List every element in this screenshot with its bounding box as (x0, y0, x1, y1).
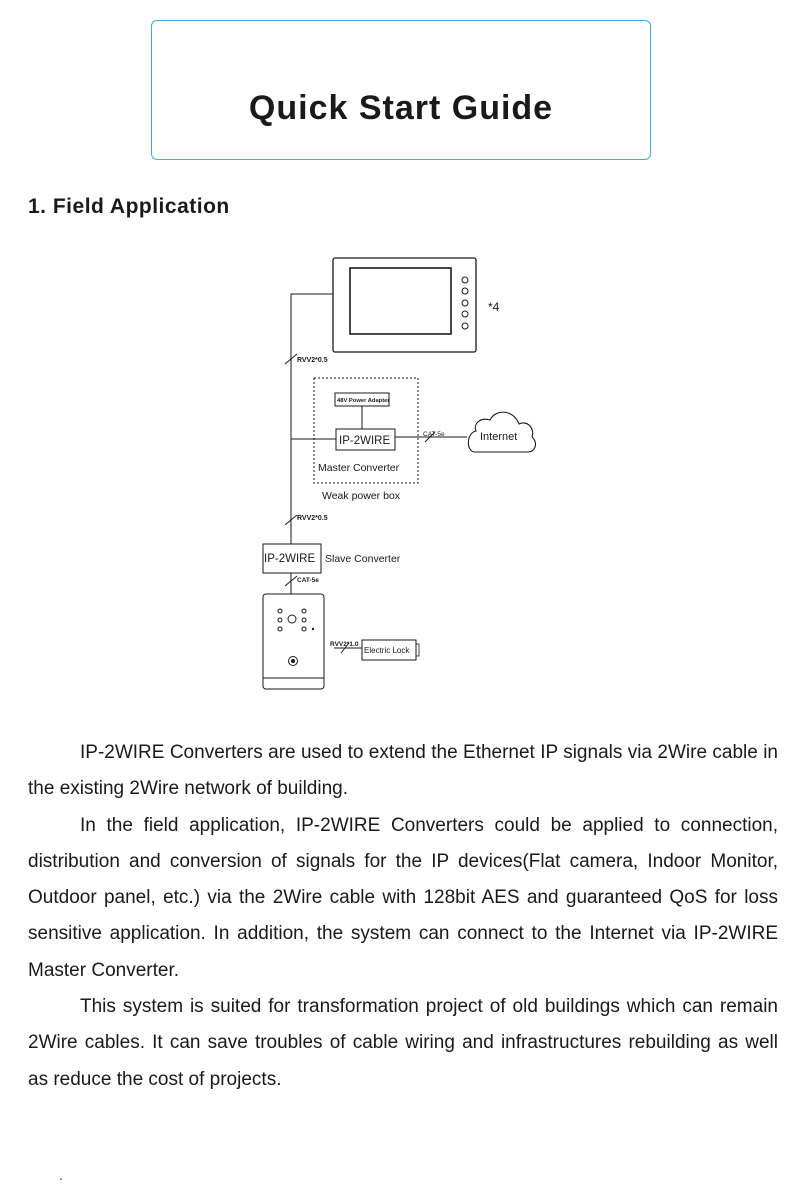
indoor-monitor (332, 257, 477, 353)
monitor-count-label: *4 (488, 300, 500, 314)
master-converter-box (335, 428, 396, 451)
page-title: Quick Start Guide (248, 89, 554, 127)
slave-converter-box (262, 543, 322, 574)
paragraph-1: IP-2WIRE Converters are used to extend t… (28, 742, 778, 800)
cable-label-mid: RVV2*0.5 (297, 515, 328, 522)
field-application-diagram: *4 RVV2*0.5 48V Power Adapter IP-2WIRE M… (262, 257, 537, 690)
wiring (284, 293, 467, 654)
title-box: Quick Start Guide (151, 20, 651, 160)
slave-converter-label: Slave Converter (325, 553, 401, 565)
power-adapter-label: 48V Power Adapter (337, 398, 390, 404)
body-text: IP-2WIRE Converters are used to extend t… (28, 735, 778, 1098)
outdoor-panel (262, 593, 325, 690)
section-heading: 1. Field Application (28, 195, 230, 218)
weak-power-box-label: Weak power box (322, 490, 401, 502)
internet-label: Internet (480, 431, 517, 443)
cat-label-bottom: CAT-5e (297, 577, 319, 584)
lock-cable-label: RVV2*1.0 (330, 641, 359, 648)
paragraph-3: This system is suited for transformation… (28, 996, 778, 1090)
cable-label-top: RVV2*0.5 (297, 357, 328, 364)
paragraph-2: In the field application, IP-2WIRE Conve… (28, 814, 778, 981)
master-converter-label: Master Converter (318, 462, 400, 474)
cat-label-top: CAT-5e (423, 431, 445, 438)
master-converter-box-label: IP-2WIRE (339, 435, 390, 447)
slave-converter-box-label: IP-2WIRE (264, 553, 315, 565)
electric-lock-label: Electric Lock (364, 646, 410, 655)
internet-cloud (467, 411, 537, 453)
footer-mark (60, 1178, 62, 1180)
weak-power-box (313, 377, 419, 484)
